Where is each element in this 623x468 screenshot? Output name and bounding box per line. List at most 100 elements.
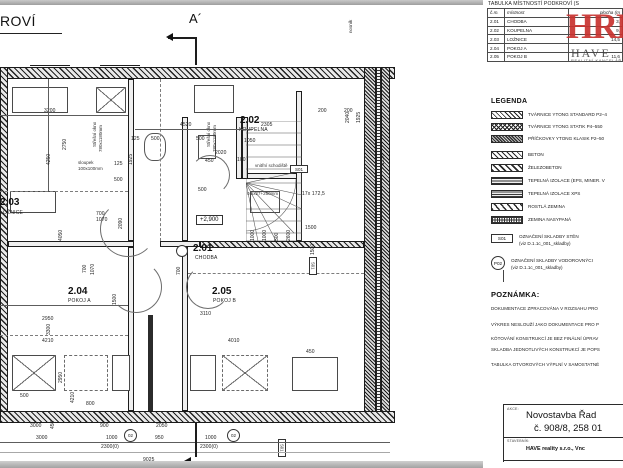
cell-name-203: LOŽNICE xyxy=(503,34,570,45)
legend-tag-floor-text: OZNAČENÍ SKLADBY VODOROVNÝCI (viz D.1.1c… xyxy=(511,256,593,271)
stair-wall-left xyxy=(242,117,248,179)
furniture-lower-right-b xyxy=(292,357,338,391)
scrollbar-top[interactable] xyxy=(0,0,483,5)
furniture-sink xyxy=(144,133,166,161)
note-stresni-okno-right: Střešní okno xyxy=(206,121,211,147)
note-stresni-okno-left-dim: 780x1180mm xyxy=(98,125,103,152)
dim-right-1500: 1500 xyxy=(310,243,316,255)
furniture-wardrobe-lower-left xyxy=(112,355,130,391)
dim-left-4250: 4250 xyxy=(46,153,52,165)
drawing-sheet-panel: TABULKA MÍSTNOSTÍ PODKROVÍ (S č.m. místn… xyxy=(483,0,623,468)
cell-name-205: POKOJ B xyxy=(503,51,570,62)
note-vnitrni-schodiste: vnitřní schodiště xyxy=(255,163,288,168)
dim-inner-450b: 450 xyxy=(306,349,315,355)
dim-left-2950: 2950 xyxy=(58,371,64,383)
floor-plan-canvas[interactable]: ROVÍ A´ xyxy=(0,5,483,461)
note-nosnik: nosník xyxy=(348,19,353,33)
note-sloupek-dim: 100x100mm xyxy=(78,166,103,171)
title-underline xyxy=(0,33,62,34)
legend-label-tepelna-izolace: TEPELNÁ IZOLACE (EPS, MINER. V xyxy=(528,178,605,183)
izolace-xps-swatch-icon xyxy=(491,189,523,198)
s01-tag-icon: S01 xyxy=(491,234,513,243)
cell-num-201: 2.01 xyxy=(487,16,505,27)
window-opening-top-1 xyxy=(30,65,70,66)
roof-slope-line-left xyxy=(0,191,128,192)
dim-line-left-1 xyxy=(48,79,49,191)
dim-top-250: 500 xyxy=(196,136,205,142)
furniture-cross-lower-right xyxy=(222,355,268,391)
title-block-divider-bottom xyxy=(504,460,623,461)
wall-exterior-bottom xyxy=(0,411,395,423)
axis-line-v1 xyxy=(160,79,161,241)
dim-top-3200: 3200 xyxy=(44,108,56,114)
legend-item-zemina-nasypana: ZEMINA NASYPANÁ xyxy=(491,215,571,224)
wall-neighbour-right xyxy=(381,67,390,423)
legend-tag-wall-assembly: S01 OZNAČENÍ SKLADBY STĚN (viz D.1.1c_00… xyxy=(491,234,579,247)
room-name-204: POKOJ A xyxy=(68,298,91,304)
dim-left-3300: 3300 xyxy=(46,323,52,335)
title-block-akce-key: AKCE: xyxy=(507,407,519,411)
dim-bottom-4010: 4010 xyxy=(228,338,240,344)
legend-label-rostla-zemina: ROSTLÁ ZEMINA xyxy=(528,204,566,209)
legend-tag-floor-line1: OZNAČENÍ SKLADBY VODOROVNÝCI xyxy=(511,258,593,263)
legend-item-prickovky: PŘÍČKOVKY YTONG KLASIK P2–50 xyxy=(491,134,604,143)
rostla-zemina-swatch-icon xyxy=(491,202,523,211)
rooms-table: č.m. místnost plocha (m 2.01 CHODBA 3, 2… xyxy=(487,8,623,62)
section-arrow-head xyxy=(166,33,173,41)
dim-bottom-9025: 9025 xyxy=(143,457,155,461)
legend-title: LEGENDA xyxy=(491,98,528,105)
title-block-akce-line1: Novostavba Řad xyxy=(526,410,597,421)
section-arrow-shaft xyxy=(168,37,196,39)
zemina-nasypana-swatch-icon xyxy=(491,215,523,224)
dim-top-4520: 4520 xyxy=(180,122,192,128)
legend-label-prickovky: PŘÍČKOVKY YTONG KLASIK P2–50 xyxy=(528,136,605,141)
legend-tag-wall-text: OZNAČENÍ SKLADBY STĚN (viz D.1.1c_001_sk… xyxy=(519,234,579,247)
title-block-akce-line2: č. 908/8, 258 01 xyxy=(534,423,603,434)
room-number-205: 2.05 xyxy=(212,286,232,297)
poznamka-line-4: SKLADBA JEDNOTLIVÝCH KONSTRUKCÍ JE POPS xyxy=(491,347,600,352)
cell-num-205: 2.05 xyxy=(487,51,505,62)
dim-top-100: 100 xyxy=(237,157,246,163)
cell-num-204: 2.04 xyxy=(487,43,505,53)
dim-r-d: 2600 xyxy=(286,229,292,241)
dim-inner-1970: 1070 xyxy=(90,263,96,275)
furniture-cross-lower-left xyxy=(12,355,56,391)
dim-bottom-2300a: 2300(0) xyxy=(101,444,119,450)
section-arrow-head-bottom xyxy=(184,457,191,461)
wall-assembly-tag-s01-b[interactable]: S01 xyxy=(309,257,317,275)
door-tag-02-left[interactable]: 02 xyxy=(124,429,137,442)
dim-bottom-2050: 2050 xyxy=(156,423,168,429)
dim-inner-700: 700 xyxy=(96,211,105,217)
dim-inner-450: 450 xyxy=(205,158,214,164)
door-swing-201 xyxy=(110,261,162,313)
door-tag-02-right[interactable]: 02 xyxy=(227,429,240,442)
section-line-vertical xyxy=(195,37,197,65)
wall-assembly-tag-s01-c[interactable]: S01 xyxy=(278,439,286,457)
legend-label-zelezobeton: ŽELEZOBETON xyxy=(528,165,562,170)
zelezobeton-swatch-icon xyxy=(491,163,523,172)
window-tag-circle[interactable] xyxy=(176,245,188,257)
furniture-lower-right-a xyxy=(190,355,216,391)
legend-item-rostla-zemina: ROSTLÁ ZEMINA xyxy=(491,202,565,211)
window-opening-top-2 xyxy=(100,65,140,66)
page-title: ROVÍ xyxy=(0,13,36,29)
dim-top-2020: 2020 xyxy=(215,150,227,156)
cell-name-202: KOUPELNA xyxy=(503,25,570,36)
dim-inner-1070: 1070 xyxy=(96,217,108,223)
legend-item-ytong-statik: TVÁRNICE YTONG STATIK P4–550 xyxy=(491,122,602,131)
wall-assembly-tag-s01[interactable]: S01 xyxy=(290,165,308,173)
furniture-cross-top xyxy=(96,87,126,113)
note-stair-rise: 0,5x27+250mm xyxy=(247,191,279,196)
scrollbar-bottom[interactable] xyxy=(0,461,483,468)
dim-line-bottom-a xyxy=(0,305,128,306)
dim-inner-700b: 700 xyxy=(82,264,88,273)
dim-v-1925: 1925 xyxy=(128,153,134,165)
roof-slope-line-lower-left xyxy=(0,335,128,336)
furniture-bath-fixture xyxy=(250,191,280,213)
dim-r-c: 500 xyxy=(274,232,280,241)
dim-left-4050: 4050 xyxy=(58,229,64,241)
dim-bottom-3110: 3110 xyxy=(200,311,212,317)
wall-exterior-top xyxy=(0,67,395,79)
watermark-subtitle: REALITNÍ KANCELÁŘ xyxy=(571,58,622,63)
